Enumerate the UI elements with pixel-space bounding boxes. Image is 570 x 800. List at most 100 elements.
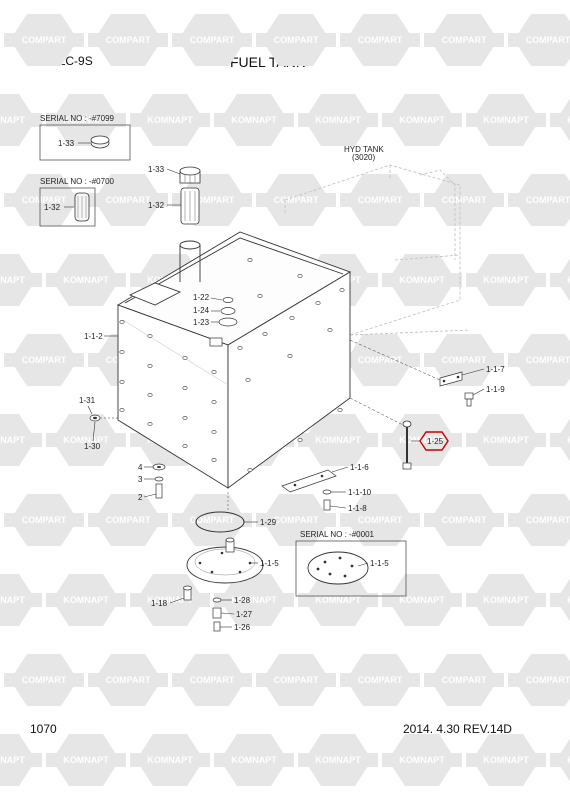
watermark-hexagon: KOMNAPT xyxy=(298,574,378,626)
tank-bolt xyxy=(182,356,188,360)
side-plug xyxy=(89,414,101,422)
watermark-hexagon: KOMNAPT xyxy=(46,414,126,466)
watermark-hexagon: KOMNAPT xyxy=(46,254,126,306)
watermark-hexagon: COMPART xyxy=(424,334,504,386)
watermark-hexagon: COMPART xyxy=(508,654,570,706)
tank-bolt xyxy=(287,354,293,358)
label-1-1-9: 1-1-9 xyxy=(486,385,505,394)
watermark-hexagon: KOMNAPT xyxy=(46,574,126,626)
tank-bolt xyxy=(211,400,217,404)
watermark-hexagon: COMPART xyxy=(4,654,84,706)
watermark-hexagon: COMPART xyxy=(424,494,504,546)
watermark-hexagon: COMPART xyxy=(4,174,84,226)
tank-bolt xyxy=(262,332,268,336)
tank-bolt xyxy=(297,438,303,442)
watermark-text: COMPART xyxy=(526,675,570,685)
watermark-text: COMPART xyxy=(358,515,403,525)
label-1-31: 1-31 xyxy=(79,396,96,405)
watermark-hexagon: KOMNAPT xyxy=(298,734,378,786)
watermark-text: COMPART xyxy=(358,195,403,205)
watermark-text: KOMNAPT xyxy=(0,755,25,765)
watermark-hexagon: COMPART xyxy=(172,654,252,706)
watermark-hexagon: COMPART xyxy=(424,654,504,706)
watermark-text: COMPART xyxy=(106,515,151,525)
watermark-hexagon: KOMNAPT xyxy=(0,414,42,466)
watermark-hexagon: KOMNAPT xyxy=(466,574,546,626)
watermark-text: KOMNAPT xyxy=(399,435,445,445)
watermark-hexagon: KOMNAPT xyxy=(130,574,210,626)
label-1-1-8: 1-1-8 xyxy=(348,504,367,513)
tank-bolt xyxy=(211,370,217,374)
watermark-text: KOMNAPT xyxy=(567,435,570,445)
tank-bolt xyxy=(119,408,125,412)
watermark-hexagon: COMPART xyxy=(172,494,252,546)
tank-bolt xyxy=(327,328,333,332)
watermark-hexagon: COMPART xyxy=(340,494,420,546)
tank-bolt xyxy=(119,320,125,324)
tank-bolt xyxy=(147,393,153,397)
watermark-hexagon: COMPART xyxy=(256,174,336,226)
label-1-26: 1-26 xyxy=(234,623,251,632)
watermark-text: COMPART xyxy=(358,35,403,45)
tank-bolt xyxy=(245,378,251,382)
tank-bolt xyxy=(337,408,343,412)
label-1-30: 1-30 xyxy=(84,442,101,451)
watermark-hexagon: COMPART xyxy=(340,334,420,386)
label-1-1-5-serial: 1-1-5 xyxy=(370,559,389,568)
watermark-hexagon: COMPART xyxy=(508,174,570,226)
label-1-1-7: 1-1-7 xyxy=(486,365,505,374)
label-2: 2 xyxy=(138,493,143,502)
watermark-hexagon: KOMNAPT xyxy=(466,254,546,306)
watermark-hexagon: KOMNAPT xyxy=(550,258,570,302)
page-number: 1070 xyxy=(30,722,57,736)
tank-bolt-group xyxy=(119,258,345,472)
label-1-1-6: 1-1-6 xyxy=(350,463,369,472)
label-1-1-2: 1-1-2 xyxy=(84,332,103,341)
watermark-text: COMPART xyxy=(442,515,487,525)
watermark-text: KOMNAPT xyxy=(399,115,445,125)
watermark-text: KOMNAPT xyxy=(483,275,529,285)
mount-bolt-lower xyxy=(322,489,332,511)
watermark-hexagon: KOMNAPT xyxy=(550,578,570,622)
tank-bolt xyxy=(237,346,243,350)
label-1-32: 1-32 xyxy=(148,201,165,210)
watermark-hexagon: KOMNAPT xyxy=(130,94,210,146)
watermark-text: COMPART xyxy=(358,675,403,685)
tank-bolt xyxy=(182,386,188,390)
watermark-text: COMPART xyxy=(274,515,319,525)
fuel-cap-assembly xyxy=(179,166,201,184)
label-1-23: 1-23 xyxy=(193,318,210,327)
watermark-text: COMPART xyxy=(190,195,235,205)
watermark-hexagon: COMPART xyxy=(88,174,168,226)
watermark-text: COMPART xyxy=(274,195,319,205)
watermark-hexagon: KOMNAPT xyxy=(382,94,462,146)
label-1-22: 1-22 xyxy=(193,293,210,302)
serial-box-7099: SERIAL NO : -#7099 1-33 xyxy=(39,114,131,161)
tank-bolt xyxy=(119,350,125,354)
tank-bolt xyxy=(289,316,295,320)
watermark-text: COMPART xyxy=(442,195,487,205)
label-1-1-5-lower: 1-1-5 xyxy=(260,559,279,568)
watermark-hexagon: COMPART xyxy=(424,174,504,226)
watermark-hexagon: COMPART xyxy=(4,334,84,386)
serial-note-0001: SERIAL NO : -#0001 xyxy=(300,530,375,539)
watermark-text: COMPART xyxy=(106,35,151,45)
watermark-hexagon: KOMNAPT xyxy=(46,734,126,786)
watermark-hexagon: COMPART xyxy=(508,494,570,546)
mount-bolt-upper xyxy=(464,392,474,407)
watermark-text: COMPART xyxy=(526,355,570,365)
watermark-text: KOMNAPT xyxy=(315,755,361,765)
watermark-hexagon: COMPART xyxy=(172,14,252,66)
hyd-tank-label: HYD TANK xyxy=(344,145,384,154)
watermark-text: COMPART xyxy=(442,675,487,685)
tank-bolt xyxy=(182,444,188,448)
label-1-18: 1-18 xyxy=(151,599,168,608)
watermark-text: KOMNAPT xyxy=(147,115,193,125)
watermark-text: COMPART xyxy=(442,355,487,365)
watermark-hexagon: KOMNAPT xyxy=(466,94,546,146)
watermark-hexagon: COMPART xyxy=(424,14,504,66)
watermark-hexagon: COMPART xyxy=(340,654,420,706)
watermark-text: COMPART xyxy=(358,355,403,365)
watermark-text: KOMNAPT xyxy=(63,755,109,765)
serial-box-0700: SERIAL NO : -#0700 1-32 xyxy=(39,177,115,227)
